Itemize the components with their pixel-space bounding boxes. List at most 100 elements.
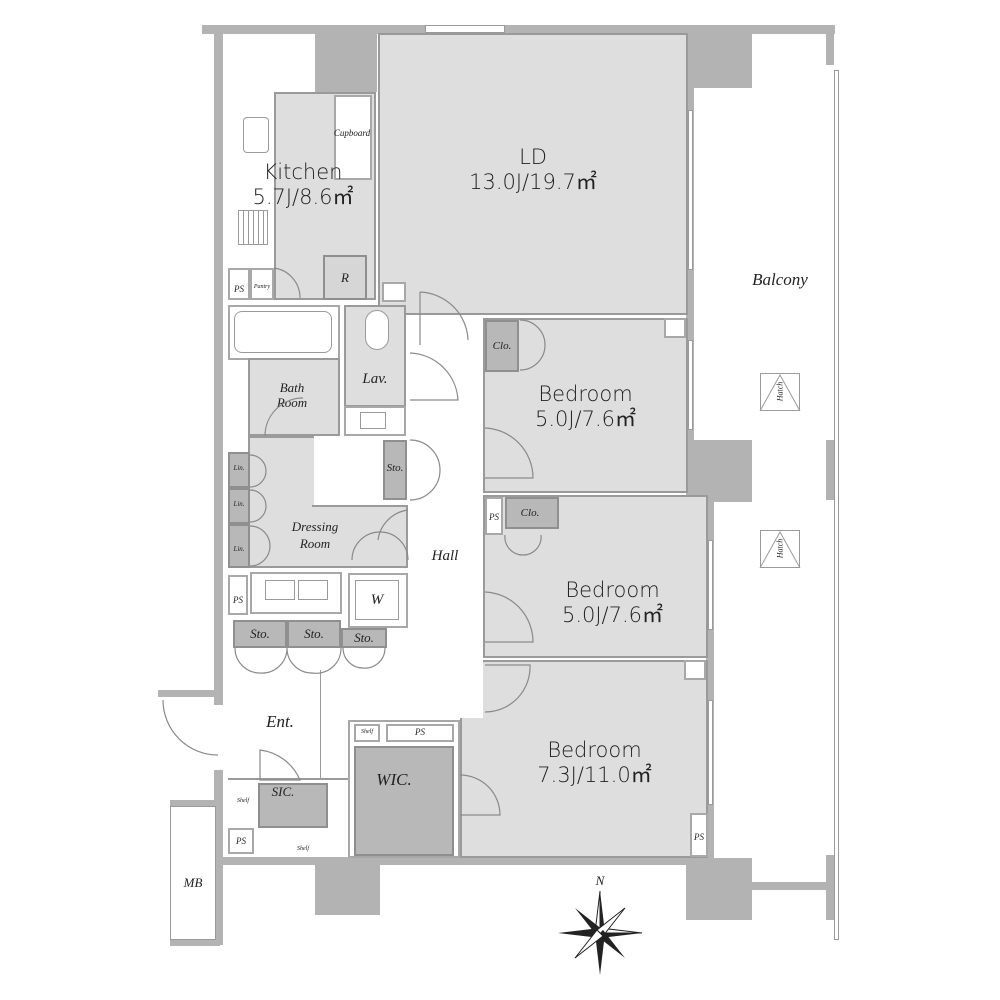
linen-3 <box>228 524 250 568</box>
balcony-wall-right-mid <box>826 440 834 500</box>
window-br2 <box>708 540 713 630</box>
shelf-bottom-label: Shelf <box>297 846 309 852</box>
balcony-rail <box>834 70 839 940</box>
ps-br2-label: PS <box>489 512 499 522</box>
toilet-icon <box>365 310 389 350</box>
compass-rose-icon <box>558 890 643 975</box>
ps-br2 <box>485 497 503 535</box>
room-hall-label[interactable]: Hall <box>431 548 459 564</box>
storage-3-label: Sto. <box>354 630 374 645</box>
room-bath-label: Bath Room <box>276 380 308 410</box>
storage-hall-label: Sto. <box>386 462 404 474</box>
closet-br1-label: Clo. <box>492 340 512 352</box>
room-bedroom-2-label: Bedroom 5.0J/7.6㎡ <box>561 578 664 627</box>
outer-wall-left <box>214 25 223 705</box>
refrigerator <box>323 255 367 300</box>
linen-1-label: Lin. <box>233 464 245 472</box>
ps-kitchen <box>228 268 250 300</box>
column-bottom-right <box>686 858 752 920</box>
room-bedroom-3[interactable] <box>460 660 708 858</box>
storage-2 <box>287 620 341 648</box>
ps-br3 <box>690 813 708 857</box>
column-bottom-mid <box>315 860 380 915</box>
pantry <box>250 268 274 300</box>
entrance-step <box>228 778 348 780</box>
cupboard <box>334 95 372 180</box>
shoe-closet-label: SIC. <box>271 784 295 799</box>
closet-br2 <box>505 497 559 529</box>
column-mid-right <box>686 440 752 502</box>
balcony-label[interactable]: Balcony <box>752 270 808 289</box>
linen-2-label: Lin. <box>233 500 245 508</box>
room-entrance-label[interactable]: Ent. <box>266 712 294 731</box>
outlet-box-ld <box>382 282 406 302</box>
balcony-wall-right-top <box>826 25 834 65</box>
wic-shelf <box>354 724 380 742</box>
ps-wic <box>386 724 454 742</box>
mb-box <box>170 806 216 940</box>
ps-dressing-label: PS <box>233 595 243 605</box>
room-dressing-label: Dressing Room <box>291 519 339 551</box>
room-kitchen-label: Kitchen 5.7J/8.6㎡ <box>252 160 354 209</box>
ps-dressing <box>228 575 248 615</box>
washer-label: W <box>370 592 384 608</box>
wic-shelf-label: Shelf <box>361 729 373 735</box>
storage-hall <box>383 440 407 500</box>
room-bath[interactable] <box>248 358 340 436</box>
room-lav-label: Lav. <box>362 371 388 387</box>
balcony-wall-right-bottom <box>826 855 834 920</box>
entrance-door-wall <box>158 690 222 697</box>
mb-wall-bottom <box>170 938 220 946</box>
ps-entrance <box>228 828 254 854</box>
room-wic-label: WIC. <box>376 770 412 789</box>
balcony-divider <box>750 882 830 890</box>
refrigerator-label: R <box>341 270 349 285</box>
window-top <box>425 25 505 33</box>
vanity-sink-2 <box>298 580 328 600</box>
storage-2-label: Sto. <box>304 626 324 641</box>
mb-label: MB <box>183 875 203 890</box>
facade-wall-bedrooms <box>706 500 714 860</box>
hall-notch <box>458 660 483 718</box>
compass-north-label: N <box>595 873 605 888</box>
linen-3-label: Lin. <box>233 545 245 553</box>
room-wic[interactable] <box>354 746 454 856</box>
sink-icon <box>243 117 269 153</box>
room-ld[interactable] <box>378 33 688 315</box>
window-ld-1 <box>688 110 693 270</box>
outer-wall-bottom <box>214 857 714 865</box>
hatch-2 <box>760 530 800 568</box>
window-br3 <box>708 700 713 805</box>
stove-icon <box>238 210 268 245</box>
shelf-sic-label: Shelf <box>237 798 249 804</box>
ps-kitchen-label: PS <box>234 284 244 294</box>
room-bedroom-1-label: Bedroom 5.0J/7.6㎡ <box>534 382 637 431</box>
hall-line-1 <box>320 670 321 780</box>
ps-wic-label: PS <box>415 727 425 737</box>
pantry-label: Pantry <box>253 284 271 290</box>
cupboard-label: Cupboard <box>333 128 371 138</box>
bathtub-icon <box>234 311 332 353</box>
room-bedroom-2[interactable] <box>483 495 708 658</box>
column-top-right <box>686 30 752 88</box>
storage-3 <box>341 628 387 648</box>
room-ld-label: LD 13.0J/19.7㎡ <box>469 145 597 194</box>
mb-wall-top <box>170 800 220 808</box>
closet-br2-label: Clo. <box>520 507 540 519</box>
shoe-closet <box>258 783 328 828</box>
storage-1 <box>233 620 287 648</box>
lav-sink-icon <box>360 412 386 429</box>
room-bedroom-3-label: Bedroom 7.3J/11.0㎡ <box>537 738 652 787</box>
window-br1 <box>688 340 693 430</box>
washer-icon <box>355 580 399 620</box>
closet-br1 <box>485 320 519 372</box>
storage-1-label: Sto. <box>250 626 270 641</box>
outlet-box-br3 <box>684 660 706 680</box>
ps-br3-label: PS <box>694 832 704 842</box>
hatch-1 <box>760 373 800 411</box>
outlet-box-br1 <box>664 318 686 338</box>
linen-2 <box>228 488 250 524</box>
column-top-left <box>315 30 377 92</box>
